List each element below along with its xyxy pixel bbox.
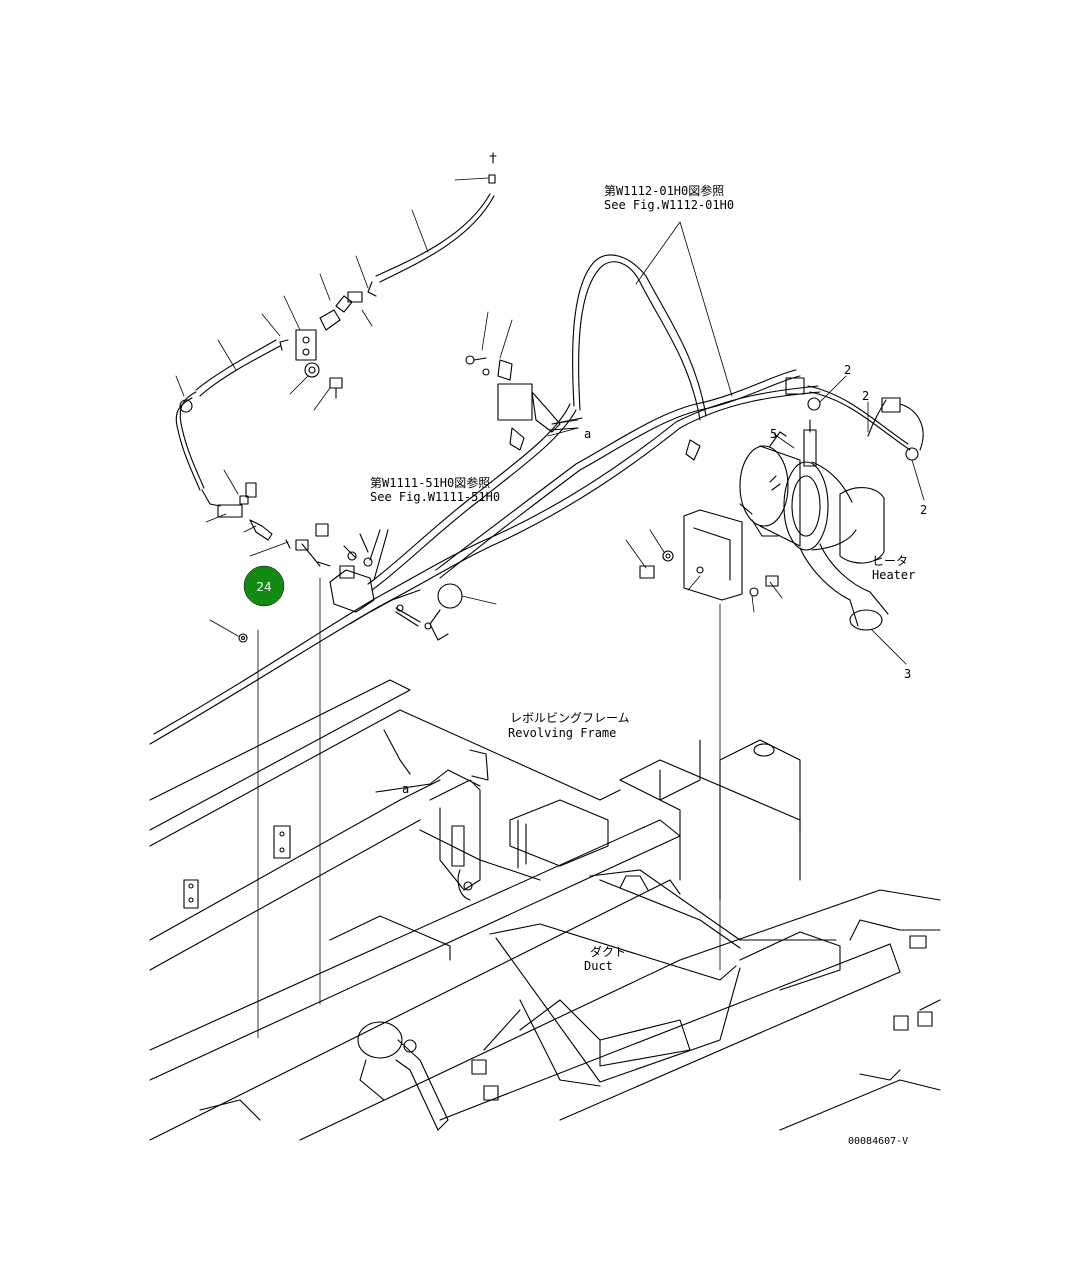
frame-label-jp: レボルビングフレーム bbox=[510, 711, 630, 725]
heater-label-jp: ヒータ bbox=[872, 554, 908, 568]
harness-clamp-bracket bbox=[375, 729, 527, 901]
duct-label-jp: ダクト bbox=[590, 944, 626, 959]
frame-leaders bbox=[257, 577, 721, 1039]
leader-lines-right bbox=[461, 221, 925, 665]
leader-lines-left bbox=[175, 177, 513, 637]
ref-1111-jp: 第W1111-51H0図参照 bbox=[370, 475, 490, 490]
labels: 第W1112-01H0図参照 See Fig.W1112-01H0 第W1111… bbox=[370, 183, 927, 1147]
part-2-label-c: 2 bbox=[920, 503, 927, 517]
part-2-label-a: 2 bbox=[844, 363, 851, 377]
part-2-label-b: 2 bbox=[862, 389, 869, 403]
revolving-frame bbox=[149, 679, 941, 1141]
duct-label-en: Duct bbox=[584, 959, 613, 973]
marker-a-lower: a bbox=[402, 782, 409, 796]
wire-harness bbox=[149, 254, 924, 745]
callout-24[interactable]: 24 bbox=[243, 565, 285, 607]
heater-unit bbox=[739, 419, 889, 631]
part-3-label: 3 bbox=[904, 667, 911, 681]
connector-bracket bbox=[465, 355, 583, 451]
relay-connector bbox=[329, 529, 432, 630]
callout-number: 24 bbox=[256, 580, 271, 594]
part-5-label: 5 bbox=[770, 427, 777, 441]
ref-1112-en: See Fig.W1112-01H0 bbox=[604, 198, 734, 212]
frame-label-en: Revolving Frame bbox=[508, 726, 616, 740]
heater-label-en: Heater bbox=[872, 568, 915, 582]
heater-bracket bbox=[639, 503, 779, 601]
ref-1111-en: See Fig.W1111-51H0 bbox=[370, 490, 500, 504]
ref-1112-jp: 第W1112-01H0図参照 bbox=[604, 183, 724, 198]
callout-badge[interactable] bbox=[243, 565, 285, 607]
marker-a-upper: a bbox=[584, 427, 591, 441]
drawing-code: 00084607-V bbox=[848, 1136, 908, 1147]
tube-assembly bbox=[175, 152, 497, 643]
